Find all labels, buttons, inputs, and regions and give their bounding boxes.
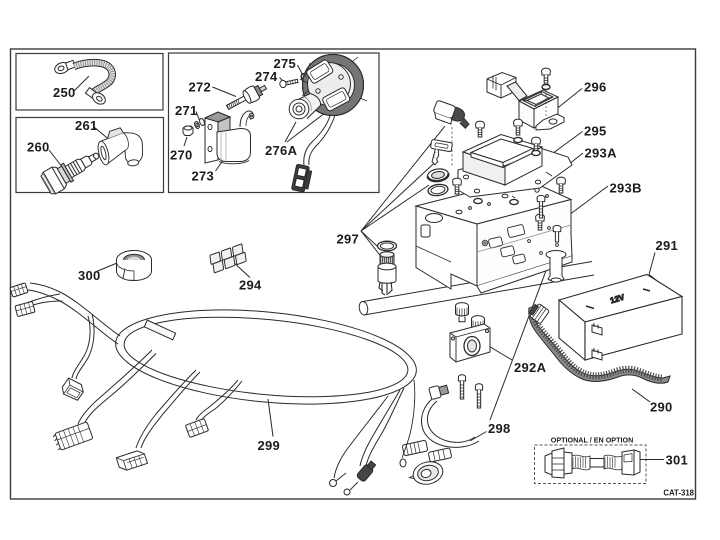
svg-text:261: 261 (75, 118, 98, 133)
svg-text:298: 298 (488, 421, 511, 436)
svg-text:293B: 293B (610, 181, 642, 196)
svg-text:273: 273 (192, 169, 215, 184)
svg-text:270: 270 (170, 148, 193, 163)
svg-text:272: 272 (189, 80, 212, 95)
svg-text:300: 300 (78, 268, 101, 283)
svg-text:271: 271 (175, 103, 198, 118)
svg-text:292A: 292A (514, 360, 547, 375)
svg-text:276A: 276A (265, 143, 298, 158)
svg-text:295: 295 (584, 124, 607, 139)
svg-text:294: 294 (239, 278, 262, 293)
svg-text:250: 250 (53, 85, 76, 100)
svg-text:293A: 293A (585, 146, 618, 161)
svg-text:OPTIONAL / EN OPTION: OPTIONAL / EN OPTION (551, 436, 634, 445)
svg-text:290: 290 (650, 400, 673, 415)
svg-text:297: 297 (337, 232, 360, 247)
svg-text:260: 260 (27, 140, 50, 155)
svg-text:296: 296 (584, 80, 607, 95)
svg-text:291: 291 (656, 238, 679, 253)
svg-text:301: 301 (666, 453, 689, 468)
svg-text:275: 275 (274, 56, 297, 71)
svg-text:299: 299 (258, 438, 281, 453)
svg-text:CAT-318: CAT-318 (663, 489, 694, 498)
svg-text:274: 274 (255, 69, 278, 84)
